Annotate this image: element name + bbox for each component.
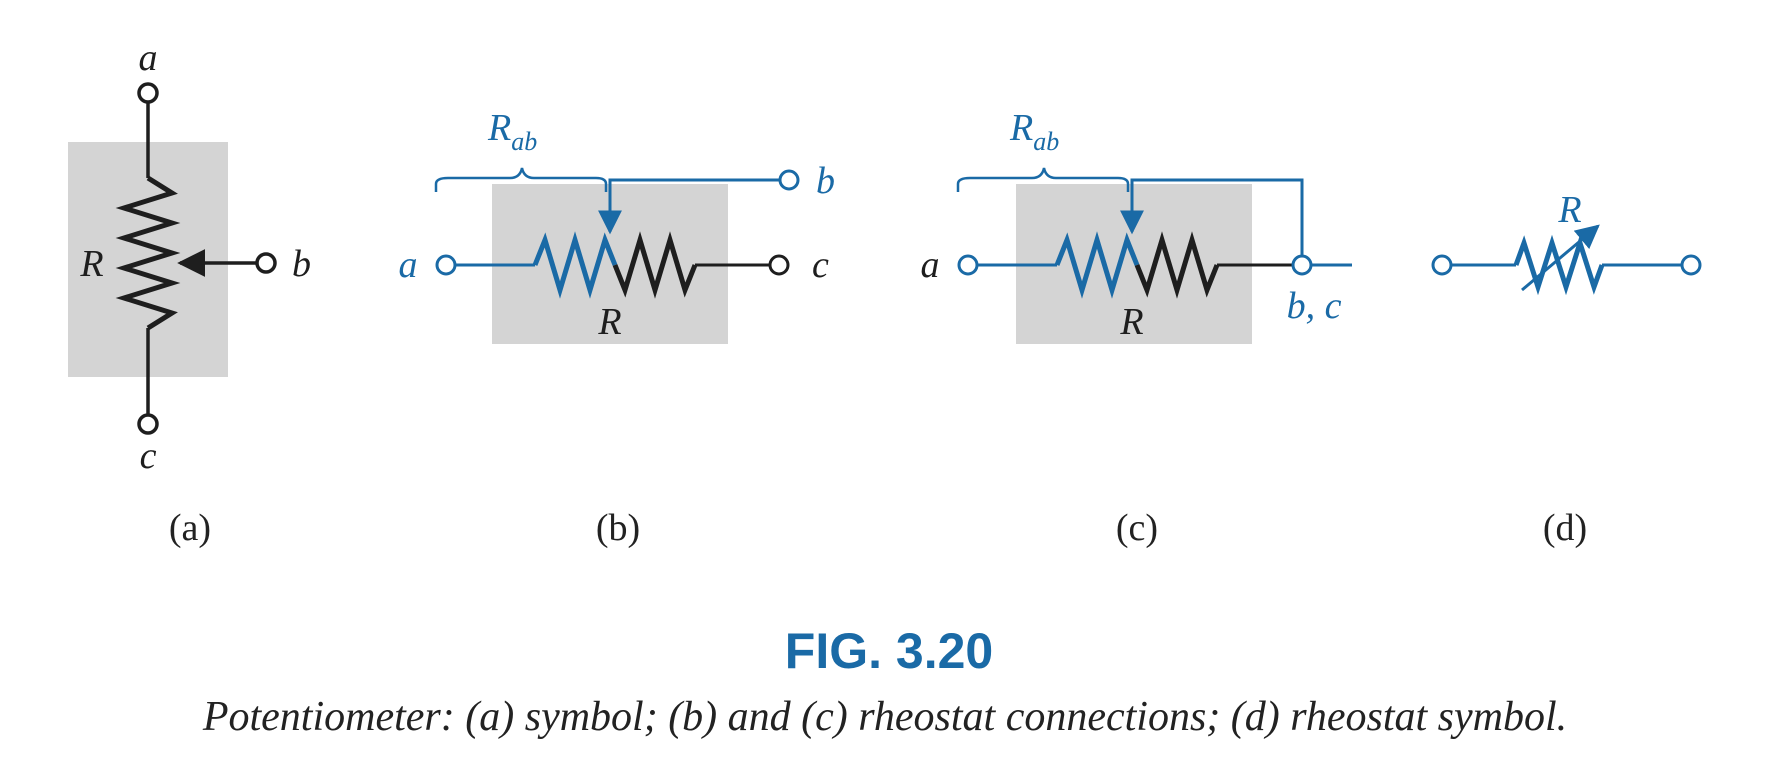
label-c: c: [140, 435, 157, 477]
label-a: a: [921, 244, 940, 286]
wiper-wire: [1130, 178, 1304, 256]
terminal-b: [255, 252, 277, 274]
caption-d: (d): [1543, 507, 1587, 549]
label-a: a: [139, 37, 158, 79]
figure-caption: Potentiometer: (a) symbol; (b) and (c) r…: [202, 694, 1567, 740]
terminal-b: [778, 169, 800, 191]
range-brace: [434, 167, 608, 192]
panel-c: Rab a b, c R (c): [921, 107, 1352, 549]
label-b: b: [816, 160, 835, 202]
terminal-a: [137, 82, 159, 104]
label-r: R: [79, 243, 103, 285]
terminal-c: [768, 254, 790, 276]
terminal-bc: [1291, 254, 1313, 276]
range-brace: [956, 167, 1130, 192]
label-bc: b, c: [1287, 285, 1342, 327]
figure-title: FIG. 3.20: [785, 623, 993, 679]
panel-a: a b c R (a): [68, 37, 311, 549]
resistor-zigzag-active: [1054, 231, 1140, 299]
terminal-left: [1431, 254, 1453, 276]
terminal-a: [435, 254, 457, 276]
range-label: Rab: [487, 107, 537, 156]
caption-b: (b): [596, 507, 640, 549]
panel-d: R (d): [1431, 189, 1702, 549]
caption-a: (a): [169, 507, 211, 549]
resistor-zigzag-unused: [1134, 231, 1220, 299]
label-r: R: [1557, 189, 1581, 231]
range-label: Rab: [1009, 107, 1059, 156]
panel-b: Rab a b c R (b): [399, 107, 836, 549]
label-r: R: [597, 301, 621, 343]
label-r: R: [1119, 301, 1143, 343]
resistor-zigzag: [1513, 234, 1605, 296]
resistor-zigzag: [115, 175, 181, 331]
label-b: b: [292, 243, 311, 285]
resistor-zigzag-unused: [612, 231, 698, 299]
label-a: a: [399, 244, 418, 286]
caption-c: (c): [1116, 507, 1158, 549]
label-c: c: [812, 244, 829, 286]
resistor-zigzag-active: [532, 231, 618, 299]
terminal-a: [957, 254, 979, 276]
variable-arrow: [1521, 224, 1600, 292]
terminal-right: [1680, 254, 1702, 276]
terminal-c: [137, 413, 159, 435]
